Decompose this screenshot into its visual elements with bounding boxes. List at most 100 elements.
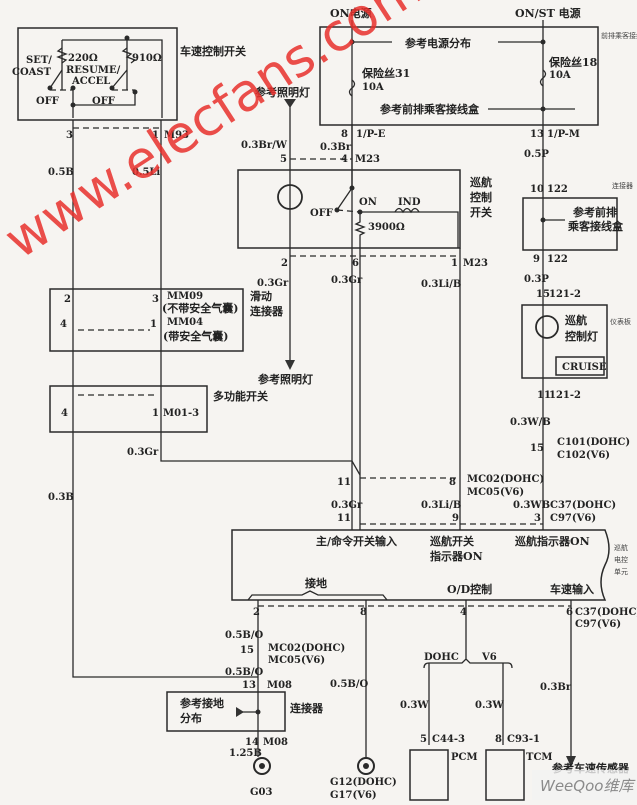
- control-unit-title: 巡航: [614, 543, 628, 552]
- on-label: ON: [359, 197, 377, 208]
- pin-label: 5: [420, 734, 427, 745]
- connector-label: C101(DOHC): [557, 437, 630, 448]
- cruise-control-unit: 主/命令开关输入 巡航开关 指示器ON 巡航指示器ON 巡航 电控 单元 接地 …: [231, 529, 637, 630]
- ref-ground-distribution: 参考接地: [180, 696, 224, 710]
- dohc-label: DOHC: [424, 652, 459, 663]
- speed-control-switch: 车速控制开关 SET/ COAST 220Ω 910Ω RESUME/ ACCE…: [12, 27, 246, 178]
- wire-label: 0.5P: [524, 149, 549, 160]
- ref-junction: 参考前排: [573, 205, 617, 219]
- connector-label: C44-3: [432, 734, 465, 745]
- pin-label: 5: [280, 154, 287, 165]
- pin-label: 9: [452, 513, 459, 524]
- pcm-label: PCM: [451, 752, 478, 763]
- pin-label: 2: [64, 294, 71, 305]
- sliding-connector-title: 滑动: [250, 289, 272, 303]
- connector-label: M23: [355, 154, 380, 165]
- connector-label: M08: [263, 737, 288, 748]
- connector-label: MM04: [167, 317, 203, 328]
- pin-label: 9: [533, 254, 540, 265]
- connector-note: (不带安全气囊): [162, 301, 238, 315]
- pin-label: 2: [281, 258, 288, 269]
- pin-label: 1: [152, 408, 159, 419]
- accel-label: ACCEL: [71, 76, 110, 87]
- weeqoo-watermark: WeeQoo维库: [540, 777, 636, 795]
- wire-label: 0.3W: [475, 700, 504, 711]
- off-label: OFF: [310, 208, 333, 219]
- tcm-label: TCM: [526, 752, 552, 763]
- connector-label: 1/P-E: [356, 129, 386, 140]
- set-label: SET/: [26, 55, 52, 66]
- speed-switch-title: 车速控制开关: [180, 44, 246, 58]
- ground-g17: G17(V6): [330, 790, 377, 801]
- wire-label: 0.3Gr: [127, 447, 159, 458]
- pin-label: 11: [537, 390, 551, 401]
- connector-label: C37(DOHC): [550, 500, 616, 511]
- wire-label: 0.3B: [48, 492, 74, 503]
- off-label-1: OFF: [36, 96, 59, 107]
- control-unit-title: 电控: [614, 555, 628, 564]
- pin-label: 6: [566, 607, 573, 618]
- input-cruise-switch-indicator: 巡航开关: [430, 534, 474, 548]
- connector-122: 0.5P 10 122 参考前排 乘客接线盒 连接器 9 122 0.3P: [522, 149, 633, 285]
- multifunction-switch-title: 多功能开关: [213, 389, 268, 403]
- resistor-910: 910Ω: [132, 53, 162, 64]
- fuse-18-label: 保险丝18: [548, 55, 598, 69]
- resistor-220: 220Ω: [68, 53, 98, 64]
- connector-rows: 11 8 MC02(DOHC) MC05(V6) 0.3Gr 11 0.3Li/…: [331, 474, 616, 525]
- connector-label: M08: [267, 680, 292, 691]
- pin-label: 4: [60, 319, 67, 330]
- wire-label: 0.5B/O: [330, 679, 369, 690]
- connector-label: C97(V6): [575, 619, 621, 630]
- cruise-switch-title: 控制: [470, 190, 492, 204]
- pin-label: 8: [449, 477, 456, 488]
- pin-label: 13: [242, 680, 256, 691]
- wire-label: 0.3Gr: [331, 500, 363, 511]
- pin-label: 1: [152, 130, 159, 141]
- multifunction-switch: 多功能开关 4 1 M01-3 0.3Gr 0.3B: [48, 385, 268, 503]
- pin-label: 11: [337, 477, 351, 488]
- ground-g03: G03: [250, 787, 272, 798]
- wire-label: 0.3P: [524, 274, 549, 285]
- pin-label: 4: [61, 408, 68, 419]
- sliding-connector-title: 连接器: [250, 304, 284, 318]
- pin-label: 8: [495, 734, 502, 745]
- pin-label: 4: [460, 607, 467, 618]
- illumination-circuit: 参考照明灯 0.3Br/W 5 0.3Gr 参考照明灯: [241, 85, 313, 386]
- connector-label: 122: [547, 184, 568, 195]
- ind-label: IND: [398, 197, 421, 208]
- connector-label: 1/P-M: [547, 129, 580, 140]
- pin-label: 14: [245, 737, 259, 748]
- connector-label: 121-2: [549, 390, 581, 401]
- ref-power-distribution: 参考电源分布: [405, 36, 471, 50]
- pin-label: 6: [352, 258, 359, 269]
- ref-ground-distribution: 分布: [180, 711, 202, 725]
- ref-passenger-junction: 参考前排乘客接线盒: [380, 102, 480, 116]
- pin-label: 1: [150, 319, 157, 330]
- pin-label: 15: [536, 289, 550, 300]
- ref-illumination-bottom: 参考照明灯: [258, 372, 313, 386]
- wire-label: 0.3Gr: [257, 278, 289, 289]
- cruise-lamp-label: 巡航: [565, 313, 587, 327]
- ground-label: 接地: [305, 576, 327, 590]
- pin-label: 3: [534, 513, 541, 524]
- wire-label: 0.3Li/B: [421, 500, 461, 511]
- fuse-18-rating: 10A: [549, 70, 571, 81]
- pin-label: 10: [530, 184, 544, 195]
- resistor-3900: 3900Ω: [368, 222, 405, 233]
- connector-label: MC02(DOHC): [467, 474, 544, 485]
- input-cruise-indicator: 巡航指示器ON: [515, 534, 590, 548]
- sliding-connector: 2 3 MM09 (不带安全气囊) 4 1 MM04 (带安全气囊) 滑动 连接…: [49, 288, 284, 352]
- connector-label: MM09: [167, 291, 203, 302]
- wire-label: 0.5Li: [132, 167, 160, 178]
- input-main-switch: 主/命令开关输入: [316, 534, 397, 548]
- cruise-lamp-label: 控制灯: [565, 329, 598, 343]
- pin-label: 1: [451, 258, 458, 269]
- onst-power-label: ON/ST 电源: [515, 6, 581, 20]
- connector-label: C37(DOHC): [575, 607, 637, 618]
- ground-g12: G12(DOHC): [330, 777, 397, 788]
- fuse-31-rating: 10A: [362, 82, 384, 93]
- instrument-panel: 15 121-2 巡航 控制灯 CRUISE 仪表板 11 121-2 0.3W…: [510, 289, 631, 461]
- fuse-box-title: 前排乘客接线盒: [601, 31, 637, 40]
- wire-label: 1.25B: [229, 748, 262, 759]
- control-unit-title: 单元: [614, 567, 628, 576]
